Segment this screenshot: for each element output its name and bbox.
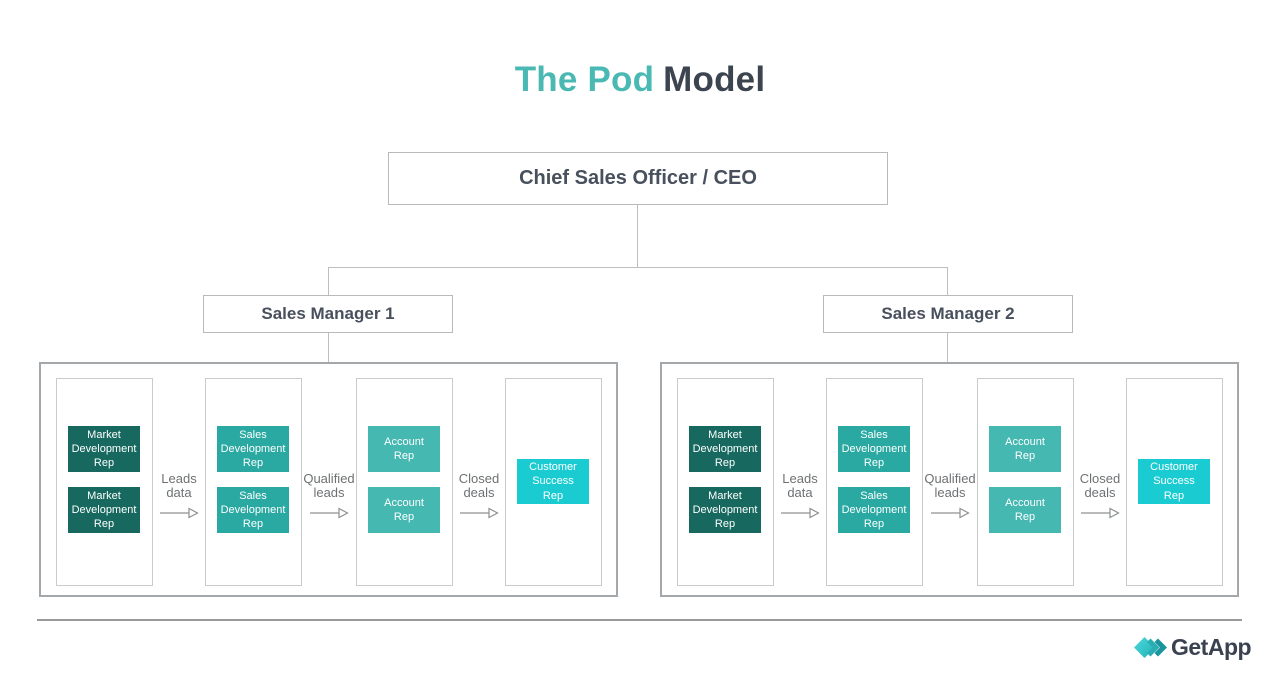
arrow-right-icon: [931, 507, 970, 519]
role-box-customer-success-rep: Customer Success Rep: [517, 459, 589, 504]
title-rest: Model: [663, 60, 766, 99]
role-box-market-development-rep: Market Development Rep: [68, 426, 140, 472]
pod-column-sales-development: Sales Development Rep Sales Development …: [205, 378, 302, 586]
manager-2-box: Sales Manager 2: [823, 295, 1073, 333]
flow-label: Closed deals: [1079, 471, 1121, 501]
connector-manager-2-down: [947, 333, 948, 362]
flow-qualified-leads: Qualified leads: [923, 471, 977, 519]
role-box-account-rep: Account Rep: [989, 487, 1061, 533]
flow-label: Closed deals: [458, 471, 500, 501]
flow-leads-data: Leads data: [153, 471, 205, 519]
flow-closed-deals: Closed deals: [453, 471, 505, 519]
flow-label: Leads data: [161, 471, 197, 501]
connector-horizontal: [328, 267, 948, 268]
role-box-sales-development-rep: Sales Development Rep: [838, 487, 910, 533]
arrow-right-icon: [310, 507, 349, 519]
arrow-right-icon: [160, 507, 199, 519]
pod-sales-manager-2: Market Development Rep Market Developmen…: [660, 362, 1239, 597]
ceo-box: Chief Sales Officer / CEO: [388, 152, 888, 205]
role-box-customer-success-rep: Customer Success Rep: [1138, 459, 1210, 504]
connector-manager-1-down: [328, 333, 329, 362]
role-box-account-rep: Account Rep: [368, 426, 440, 472]
arrow-right-icon: [781, 507, 820, 519]
role-box-market-development-rep: Market Development Rep: [68, 487, 140, 533]
role-box-account-rep: Account Rep: [368, 487, 440, 533]
pod-column-sales-development: Sales Development Rep Sales Development …: [826, 378, 923, 586]
role-box-market-development-rep: Market Development Rep: [689, 426, 761, 472]
pod-column-customer-success: Customer Success Rep: [1126, 378, 1223, 586]
connector-ceo-down: [637, 205, 638, 267]
pod-column-account: Account Rep Account Rep: [977, 378, 1074, 586]
getapp-logo-text: GetApp: [1171, 633, 1252, 660]
flow-qualified-leads: Qualified leads: [302, 471, 356, 519]
pod-column-market-development: Market Development Rep Market Developmen…: [677, 378, 774, 586]
footer-divider: [37, 619, 1242, 621]
connector-manager-1-up: [328, 267, 329, 295]
getapp-diamond-chevrons-icon: [1134, 636, 1167, 658]
pod-column-account: Account Rep Account Rep: [356, 378, 453, 586]
pod-column-customer-success: Customer Success Rep: [505, 378, 602, 586]
flow-label: Qualified leads: [924, 471, 976, 501]
arrow-right-icon: [1081, 507, 1120, 519]
getapp-logo: GetApp: [1134, 631, 1252, 663]
manager-1-box: Sales Manager 1: [203, 295, 453, 333]
flow-label: Qualified leads: [303, 471, 355, 501]
pod-sales-manager-1: Market Development Rep Market Developmen…: [39, 362, 618, 597]
connector-manager-2-up: [947, 267, 948, 295]
flow-label: Leads data: [782, 471, 818, 501]
role-box-sales-development-rep: Sales Development Rep: [838, 426, 910, 472]
role-box-account-rep: Account Rep: [989, 426, 1061, 472]
flow-leads-data: Leads data: [774, 471, 826, 519]
arrow-right-icon: [460, 507, 499, 519]
pod-column-market-development: Market Development Rep Market Developmen…: [56, 378, 153, 586]
role-box-market-development-rep: Market Development Rep: [689, 487, 761, 533]
role-box-sales-development-rep: Sales Development Rep: [217, 426, 289, 472]
role-box-sales-development-rep: Sales Development Rep: [217, 487, 289, 533]
flow-closed-deals: Closed deals: [1074, 471, 1126, 519]
title-accent: The Pod: [514, 60, 655, 99]
